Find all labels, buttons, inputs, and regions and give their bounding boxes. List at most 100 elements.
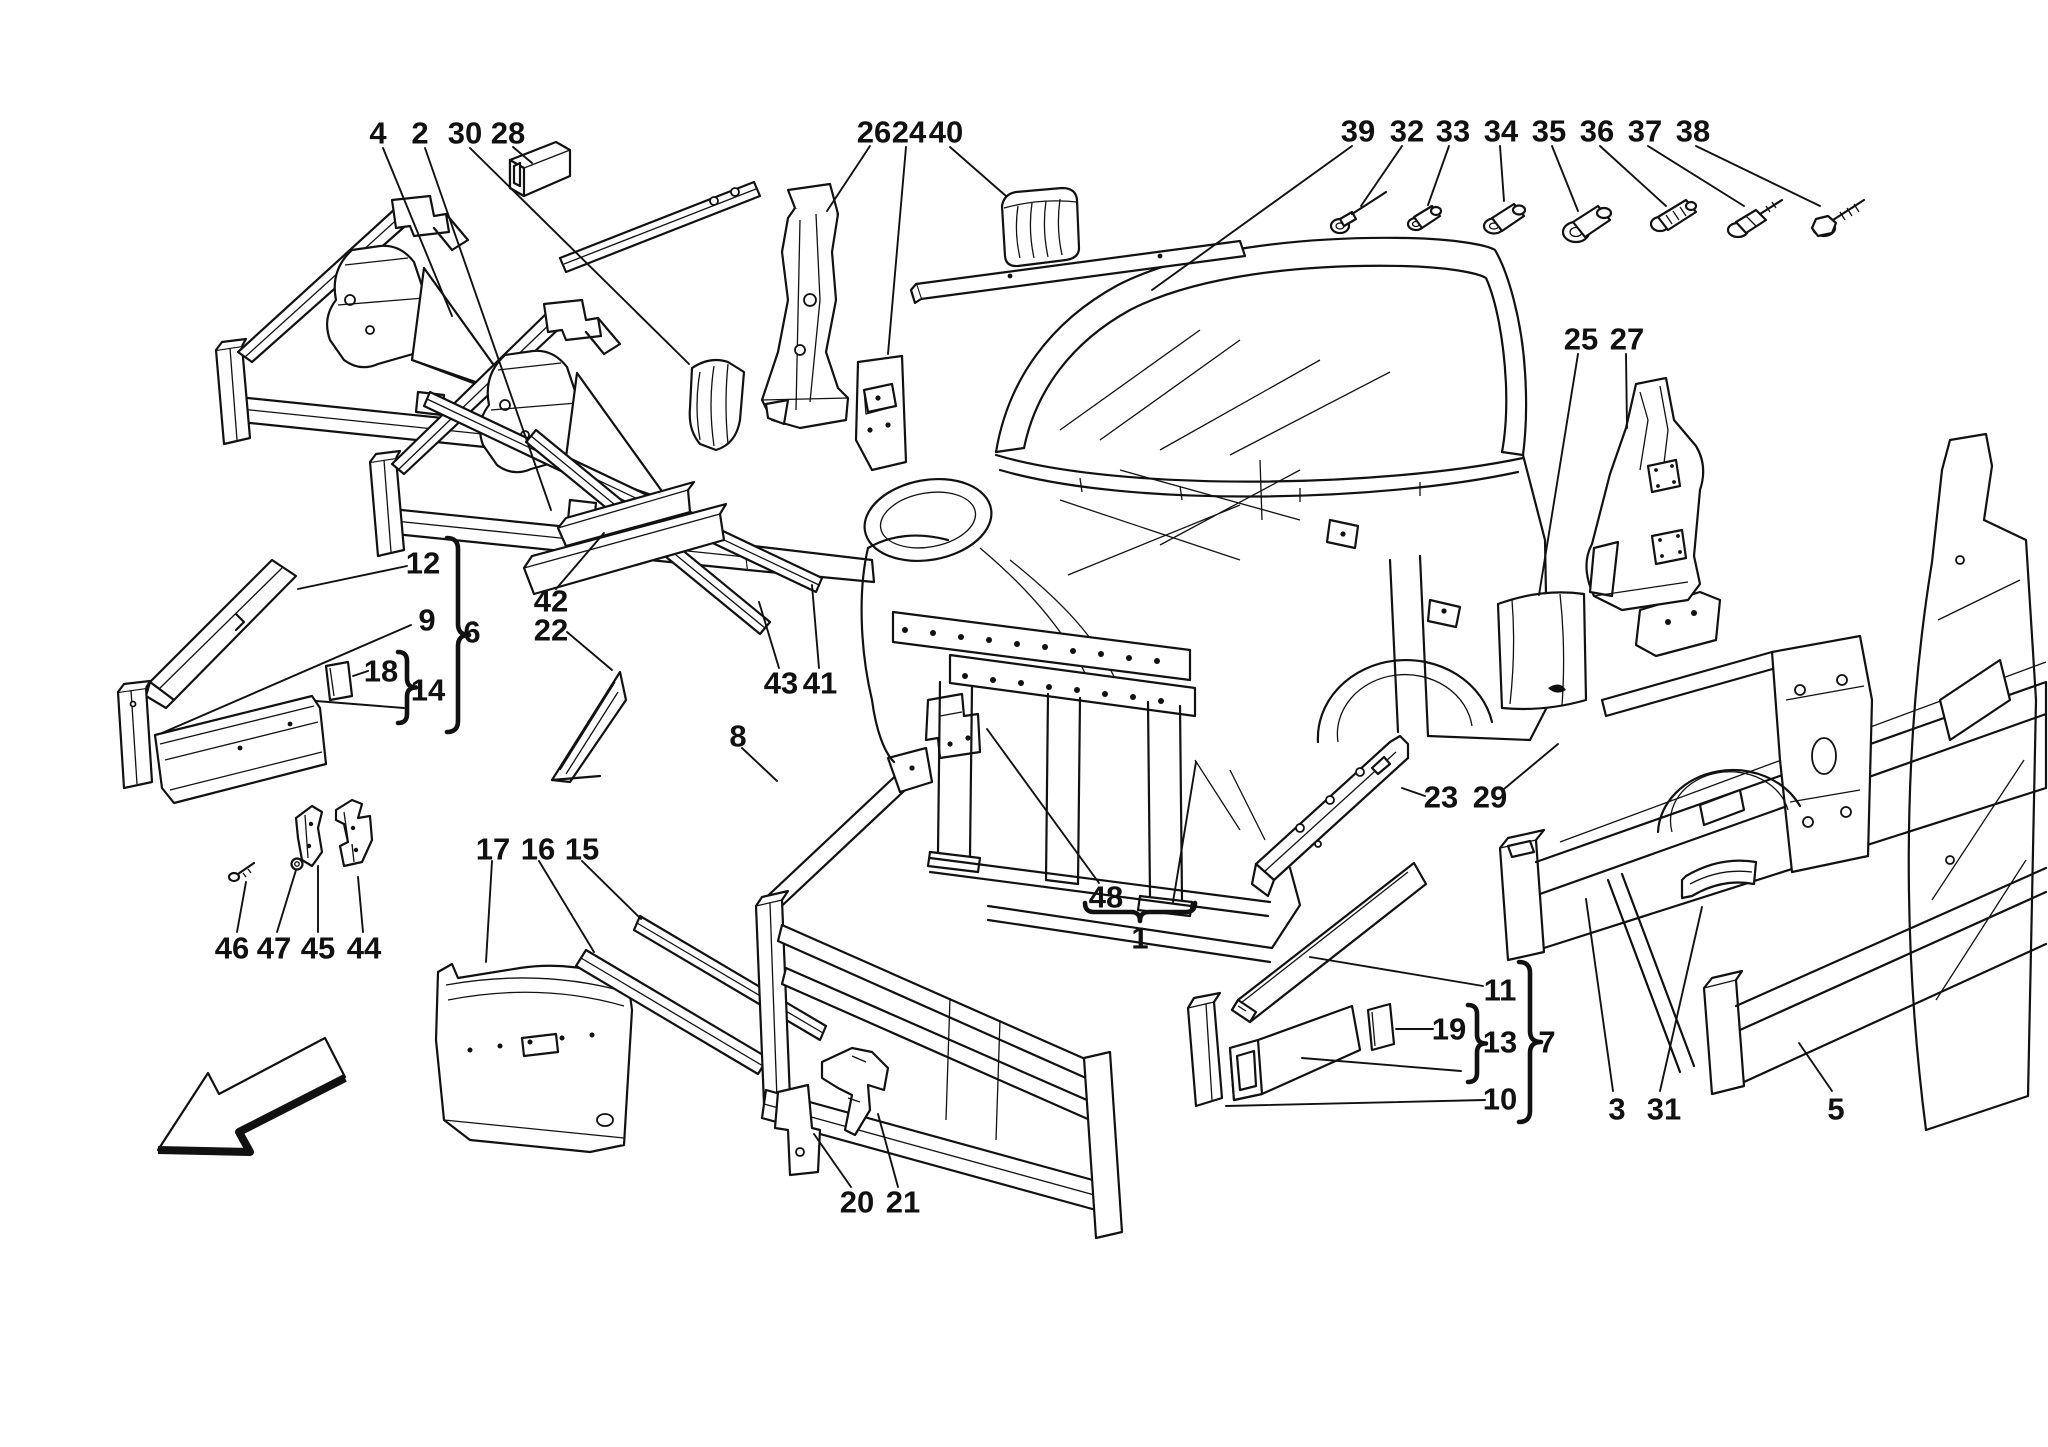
leader-line-37 xyxy=(1647,145,1745,207)
callout-17: 17 xyxy=(476,832,510,867)
callout-38: 38 xyxy=(1676,114,1710,149)
part-a-pillar-26 xyxy=(760,182,850,430)
leader-line-32 xyxy=(1360,145,1403,207)
leader-line-24 xyxy=(887,146,907,355)
callout-4: 4 xyxy=(369,116,387,151)
callout-14: 14 xyxy=(411,673,446,708)
callout-46: 46 xyxy=(215,931,249,966)
part-bracket-45 xyxy=(294,804,324,868)
leader-line-43 xyxy=(758,601,780,669)
part-nut-47 xyxy=(290,857,304,871)
leader-line-30 xyxy=(469,147,690,365)
part-bracket-21 xyxy=(820,1046,890,1137)
callout-8: 8 xyxy=(729,719,746,754)
leader-line-34 xyxy=(1499,145,1505,202)
bolt-icon-38 xyxy=(1810,198,1866,238)
part-end-post-left xyxy=(116,679,154,790)
part-post-10 xyxy=(1186,991,1224,1108)
leader-line-35 xyxy=(1551,145,1579,212)
leader-line-8 xyxy=(741,747,778,782)
part-pillar-27 xyxy=(1585,376,1705,612)
callout-15: 15 xyxy=(565,832,599,867)
part-square-tube-11 xyxy=(1230,861,1428,1024)
part-pad-40 xyxy=(1000,186,1081,268)
rivet-icon-32 xyxy=(1329,190,1388,235)
callout-45: 45 xyxy=(301,931,335,966)
callout-40: 40 xyxy=(929,115,963,150)
part-bracket-plate-24 xyxy=(854,354,908,472)
leader-line-25 xyxy=(1538,353,1579,596)
callout-23: 23 xyxy=(1424,780,1458,815)
part-gusset-22 xyxy=(550,670,628,784)
fastener-icons xyxy=(1329,190,1866,244)
part-frame-right-5 xyxy=(1702,432,2048,1132)
callout-34: 34 xyxy=(1484,114,1519,149)
brace-13 xyxy=(1465,1002,1489,1085)
callout-43: 43 xyxy=(764,666,798,701)
callout-42: 42 xyxy=(534,584,568,619)
leader-line-12 xyxy=(297,565,408,590)
leader-line-10 xyxy=(1225,1099,1486,1107)
part-square-tube-13 xyxy=(1228,1004,1362,1102)
callout-24: 24 xyxy=(892,115,927,150)
leader-line-31 xyxy=(1659,906,1703,1092)
part-main-body-assembly-1 xyxy=(860,236,1550,964)
bushing-icon-33 xyxy=(1406,204,1443,232)
part-wheelhouse-right-3 xyxy=(1600,590,1874,1074)
leader-line-36 xyxy=(1599,145,1667,207)
leader-line-42 xyxy=(555,532,605,590)
callout-33: 33 xyxy=(1436,114,1470,149)
callout-22: 22 xyxy=(534,613,568,648)
leader-line-39 xyxy=(1151,145,1353,291)
leader-line-13 xyxy=(1301,1057,1462,1072)
leader-line-40 xyxy=(949,146,1007,197)
leader-line-9 xyxy=(161,624,412,734)
leader-line-46 xyxy=(236,881,247,933)
leader-line-22 xyxy=(566,631,613,671)
leader-line-16 xyxy=(538,860,595,953)
leader-line-29 xyxy=(1503,743,1559,790)
callout-19: 19 xyxy=(1432,1012,1466,1047)
threaded-insert-icon-36 xyxy=(1649,198,1698,233)
callout-28: 28 xyxy=(491,116,525,151)
rivnut-icon-34 xyxy=(1482,202,1527,235)
part-wedge-strut-42 xyxy=(522,480,728,596)
brace-1 xyxy=(1082,900,1198,924)
part-sill-bar-12 xyxy=(144,558,298,710)
part-arch-bracket-31 xyxy=(1680,859,1758,900)
leader-line-14 xyxy=(315,700,405,709)
callout-10: 10 xyxy=(1483,1082,1517,1117)
leader-line-48 xyxy=(986,728,1100,884)
brace-6 xyxy=(444,535,472,735)
callout-9: 9 xyxy=(418,603,435,638)
part-curved-panel-25 xyxy=(1496,591,1588,711)
leader-line-2 xyxy=(424,147,552,511)
leader-line-21 xyxy=(877,1113,899,1188)
callout-26: 26 xyxy=(857,115,891,150)
part-frame-outer-left-4 xyxy=(214,194,591,457)
direction-arrow xyxy=(156,1036,347,1156)
part-diagonal-plate-23 xyxy=(1250,734,1410,898)
callout-41: 41 xyxy=(803,666,837,701)
part-screw-46 xyxy=(227,861,256,883)
leader-line-17 xyxy=(485,860,493,963)
leader-line-41 xyxy=(811,584,820,669)
part-strip-16 xyxy=(574,948,770,1076)
callout-5: 5 xyxy=(1827,1092,1844,1127)
callout-31: 31 xyxy=(1647,1092,1681,1127)
part-bracket-20 xyxy=(773,1083,822,1177)
leader-line-23 xyxy=(1401,787,1426,797)
leader-line-38 xyxy=(1695,145,1821,207)
callout-48: 48 xyxy=(1089,880,1123,915)
leader-line-3 xyxy=(1585,898,1614,1092)
callout-30: 30 xyxy=(448,116,482,151)
callout-3: 3 xyxy=(1608,1092,1625,1127)
callout-27: 27 xyxy=(1610,322,1644,357)
part-shim-pad-18 xyxy=(324,660,354,702)
callout-29: 29 xyxy=(1473,780,1507,815)
callout-2: 2 xyxy=(411,116,428,151)
